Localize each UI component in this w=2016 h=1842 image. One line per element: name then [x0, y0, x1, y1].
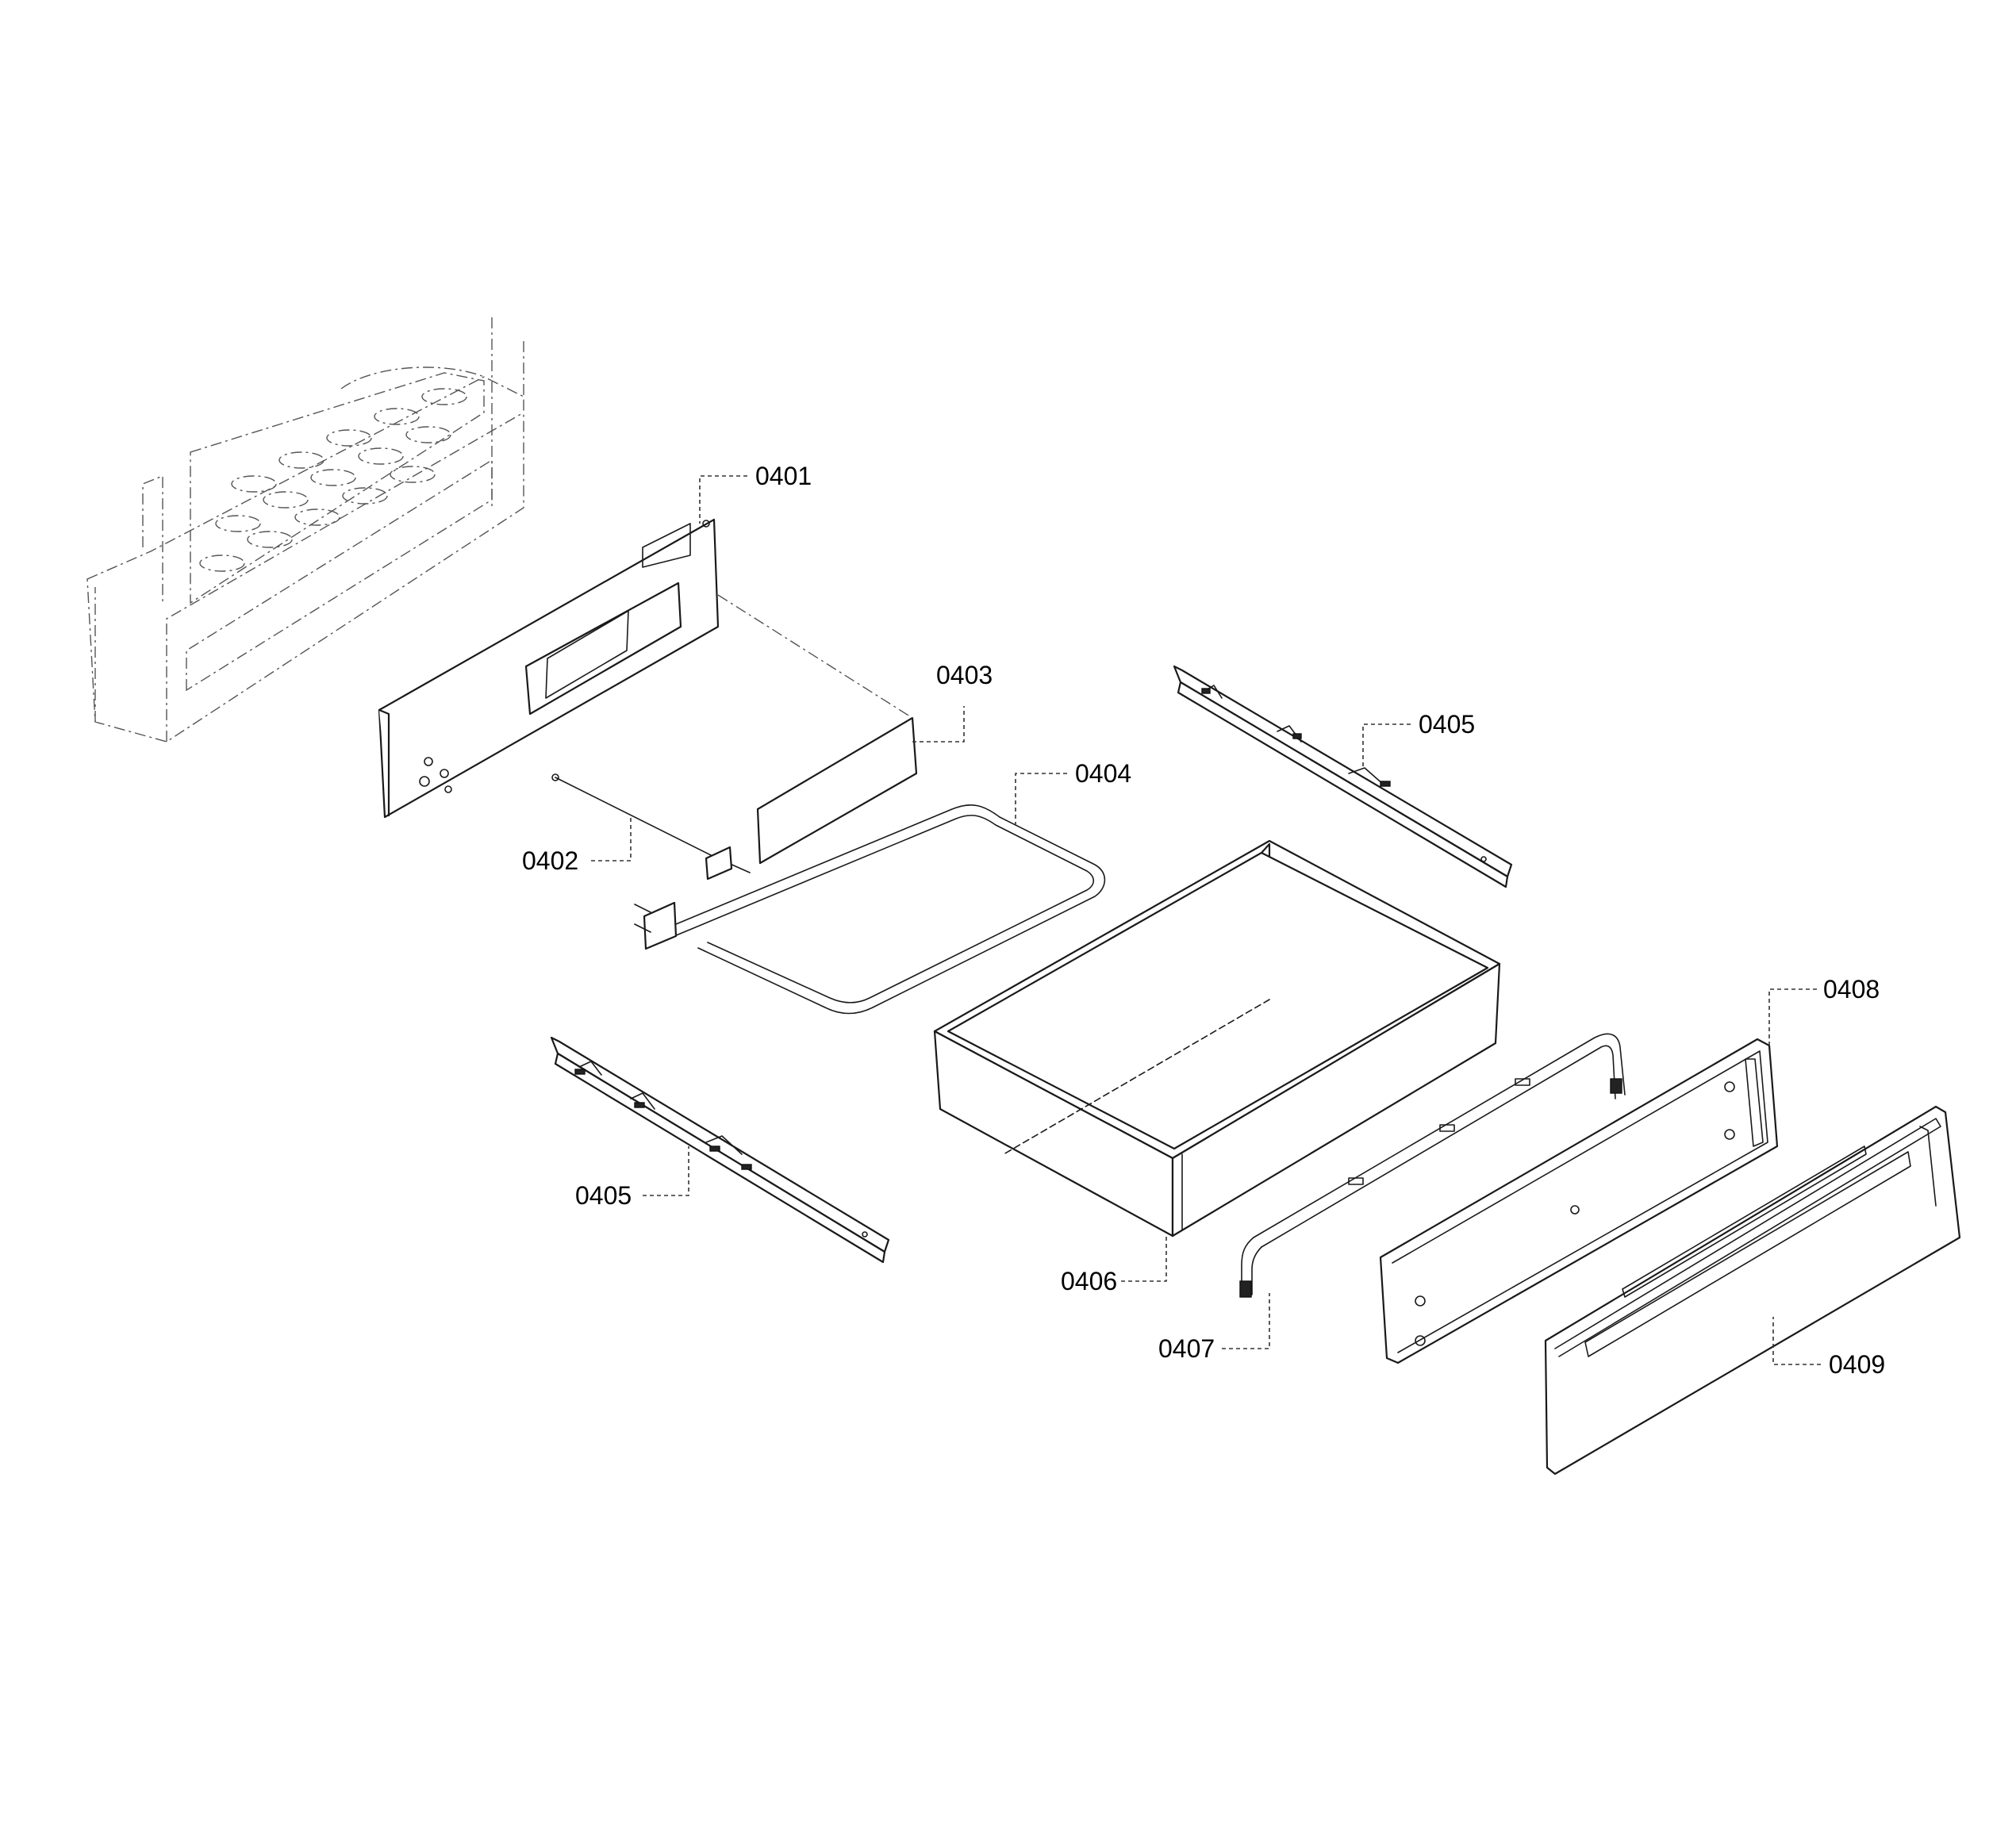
label-0406: 0406	[1061, 1267, 1117, 1295]
part-0405-slide-rail-right	[1173, 665, 1513, 888]
label-0402: 0402	[522, 846, 578, 875]
part-0407-gasket	[1239, 1033, 1626, 1298]
label-0409: 0409	[1829, 1350, 1885, 1379]
label-0403: 0403	[936, 661, 993, 689]
label-0405-left: 0405	[575, 1181, 632, 1210]
leader-0404	[1015, 773, 1067, 825]
part-0401-back-panel	[378, 518, 720, 819]
part-0402-sensor	[551, 773, 751, 881]
leader-0408	[1768, 988, 1817, 1047]
leader-0401	[699, 475, 747, 524]
leader-0406	[1121, 1234, 1167, 1282]
leader-0405-right	[1362, 723, 1411, 769]
part-0409-door-front	[1544, 1105, 1961, 1476]
oven-cavity-ghost	[86, 317, 524, 743]
leader-0409	[1772, 1317, 1821, 1365]
label-0405-right: 0405	[1419, 710, 1475, 739]
leader-0402	[591, 817, 632, 862]
assembly-line-0401-0403	[717, 594, 913, 719]
leader-0407	[1222, 1293, 1270, 1349]
leader-0403	[912, 706, 965, 743]
part-0406-drawer-box	[933, 839, 1501, 1238]
part-0404-heating-element	[634, 804, 1106, 1015]
part-0405-slide-rail-left	[550, 1036, 890, 1264]
label-0408: 0408	[1823, 975, 1880, 1004]
leader-0405-left	[643, 1146, 689, 1196]
label-0404: 0404	[1075, 759, 1131, 788]
part-0403-plate	[756, 716, 918, 865]
label-0401: 0401	[755, 462, 812, 490]
part-0408-inner-panel	[1379, 1038, 1779, 1364]
label-0407: 0407	[1158, 1334, 1215, 1363]
leader-lines	[591, 475, 1821, 1365]
